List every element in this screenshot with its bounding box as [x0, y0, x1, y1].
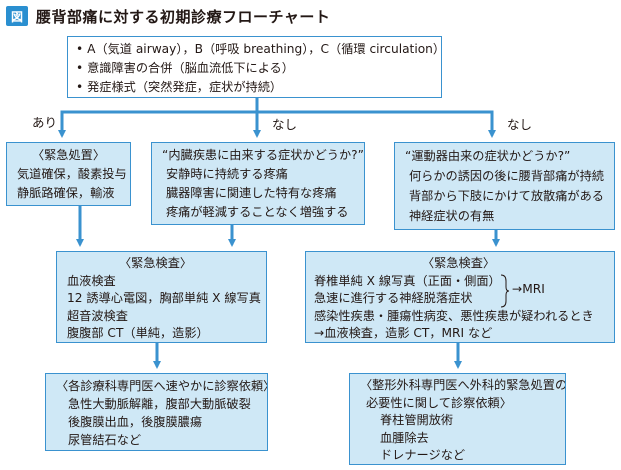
assessment-abc: • A（気道 airway），B（呼吸 breathing），C（循環 circ… [76, 42, 442, 56]
emergency-exam-left-line: 血液検査 [67, 273, 116, 288]
visceral-question-line: 安静時に持続する疼痛 [166, 167, 288, 181]
emergency-exam-left-box: 〈緊急検査〉 血液検査 12 誘導心電図，胸部単純 X 線写真 超音波検査 腹腹… [56, 251, 267, 343]
figure-badge: 図 [6, 6, 28, 26]
referral-left-line: 尿管結石など [68, 433, 142, 447]
emergency-exam-right-line: 急速に進行する神経脱落症状 [314, 291, 473, 305]
emergency-exam-right-box: 〈緊急検査〉 脊椎単純 X 線写真（正面・側面） 急速に進行する神経脱落症状 →… [305, 251, 615, 343]
emergency-treatment-box: 〈緊急処置〉 気道確保，酸素投与 静脈路確保，輸液 [6, 142, 131, 206]
mri-label: →MRI [512, 281, 545, 296]
referral-left-line: 後腹膜出血，後腹膜膿瘍 [68, 415, 203, 429]
assessment-consciousness: • 意識障害の合併（脳血流低下による） [76, 61, 294, 75]
locomotor-question-line: 何らかの誘因の後に腰背部痛が持続 [409, 169, 604, 183]
emergency-exam-right-line: 感染性疾患・腫瘍性病変、悪性疾患が疑われるとき [314, 308, 594, 323]
locomotor-question-box: “運動器由来の症状かどうか?” 何らかの誘因の後に腰背部痛が持続 背部から下肢に… [394, 142, 615, 230]
emergency-exam-left-line: 超音波検査 [67, 308, 128, 323]
referral-left-heading: 〈各診療科専門医へ速やかに診察依頼〉 [56, 379, 268, 393]
emergency-treatment-heading: 〈緊急処置〉 [31, 148, 106, 162]
emergency-exam-left-heading: 〈緊急検査〉 [119, 256, 193, 270]
branch-label-yes: あり [32, 115, 58, 130]
referral-left-line: 急性大動脈解離，腹部大動脈破裂 [68, 397, 251, 411]
mri-bracket-group: 脊椎単純 X 線写真（正面・側面） 急速に進行する神経脱落症状 →MRI [314, 273, 604, 308]
figure-header: 図 腰背部痛に対する初期診療フローチャート [6, 4, 330, 28]
emergency-treatment-line: 静脈路確保，輸液 [17, 186, 115, 200]
branch-label-no-middle: なし [272, 117, 298, 132]
referral-right-box: 〈整形外科専門医へ外科的緊急処置の 必要性に関して診察依頼〉 脊柱管開放術 血腫… [349, 373, 566, 465]
referral-left-box: 〈各診療科専門医へ速やかに診察依頼〉 急性大動脈解離，腹部大動脈破裂 後腹膜出血… [45, 373, 268, 451]
locomotor-question-line: 神経症状の有無 [409, 209, 495, 223]
emergency-exam-left-line: 腹腹部 CT（単純，造影） [67, 326, 209, 340]
emergency-exam-right-line: 脊椎単純 X 線写真（正面・側面） [314, 273, 501, 288]
emergency-exam-right-heading: 〈緊急検査〉 [422, 256, 496, 270]
locomotor-question-heading: “運動器由来の症状かどうか?” [405, 149, 571, 163]
assessment-onset: • 発症様式（突然発症，症状が持続） [76, 80, 283, 94]
referral-right-heading: 〈整形外科専門医へ外科的緊急処置の [360, 378, 566, 392]
visceral-question-line: 疼痛が軽減することなく増強する [166, 205, 349, 219]
initial-assessment-box: • A（気道 airway），B（呼吸 breathing），C（循環 circ… [67, 36, 442, 98]
referral-right-line: 血腫除去 [380, 430, 429, 445]
branch-label-no-right: なし [507, 117, 533, 132]
curly-bracket-icon [500, 274, 510, 307]
visceral-question-box: “内臓疾患に由来する症状かどうか?” 安静時に持続する疼痛 臓器障害に関連した特… [151, 142, 365, 225]
locomotor-question-line: 背部から下肢にかけて放散痛がある [409, 189, 604, 203]
emergency-exam-right-line: →血液検査，造影 CT，MRI など [314, 326, 493, 340]
visceral-question-line: 臓器障害に関連した特有な疼痛 [166, 186, 337, 200]
emergency-exam-left-line: 12 誘導心電図，胸部単純 X 線写真 [67, 291, 261, 305]
referral-right-line: 脊柱管開放術 [380, 413, 454, 427]
emergency-treatment-line: 気道確保，酸素投与 [17, 167, 127, 181]
figure-title: 腰背部痛に対する初期診療フローチャート [36, 7, 331, 26]
referral-right-heading-2: 必要性に関して診察依頼〉 [366, 395, 512, 410]
visceral-question-heading: “内臓疾患に由来する症状かどうか?” [162, 148, 364, 162]
referral-right-line: ドレナージなど [380, 448, 466, 462]
